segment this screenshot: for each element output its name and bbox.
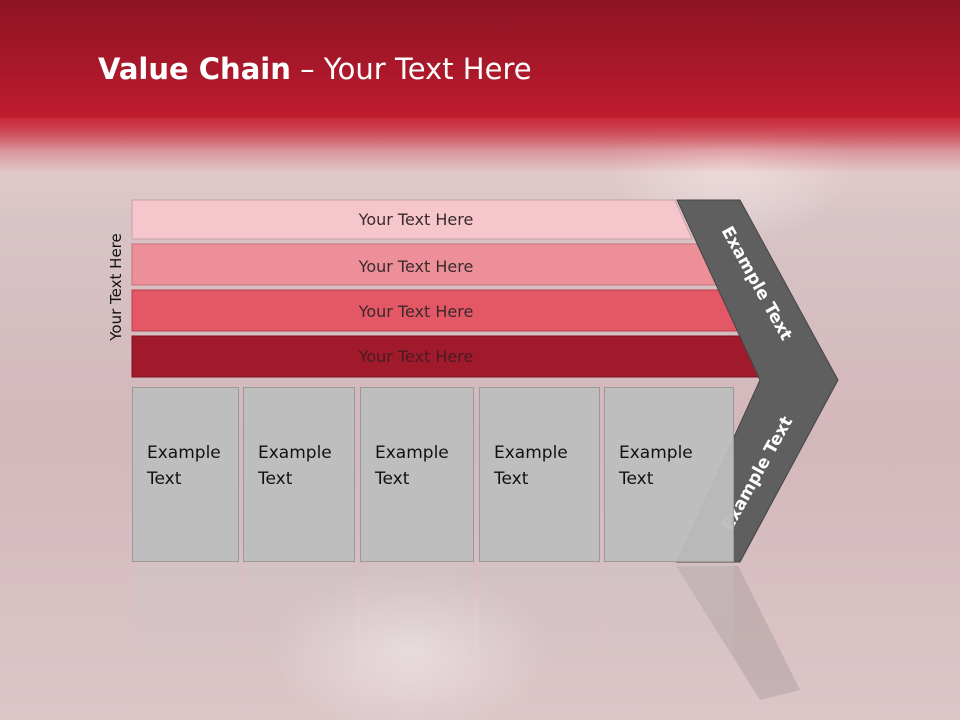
column-1-line2: Text bbox=[147, 469, 182, 489]
column-2-line1: Example bbox=[258, 443, 332, 463]
chevron-shape bbox=[676, 199, 839, 563]
column-2-reflection bbox=[243, 565, 355, 695]
bar-1 bbox=[131, 199, 693, 240]
slide-title: Value Chain – Your Text Here bbox=[98, 52, 532, 86]
column-5-line2: Text bbox=[619, 469, 654, 489]
column-5-reflection bbox=[604, 565, 734, 695]
title-bold: Value Chain bbox=[98, 52, 291, 86]
title-rest: – Your Text Here bbox=[290, 52, 532, 86]
bar-2-label: Your Text Here bbox=[358, 257, 474, 276]
column-3-reflection bbox=[360, 565, 474, 695]
column-3-line1: Example bbox=[375, 443, 449, 463]
column-4-line1: Example bbox=[494, 443, 568, 463]
bar-3-label: Your Text Here bbox=[358, 302, 474, 321]
bar-1-label: Your Text Here bbox=[358, 210, 474, 229]
column-4-line2: Text bbox=[494, 469, 529, 489]
column-2-line2: Text bbox=[258, 469, 293, 489]
column-1-line1: Example bbox=[147, 443, 221, 463]
column-4-reflection bbox=[479, 565, 600, 695]
bar-4-label: Your Text Here bbox=[358, 347, 474, 366]
column-5-line1: Example bbox=[619, 443, 693, 463]
column-1-reflection bbox=[132, 565, 239, 695]
column-3-line2: Text bbox=[375, 469, 410, 489]
chevron-reflection bbox=[676, 566, 800, 700]
